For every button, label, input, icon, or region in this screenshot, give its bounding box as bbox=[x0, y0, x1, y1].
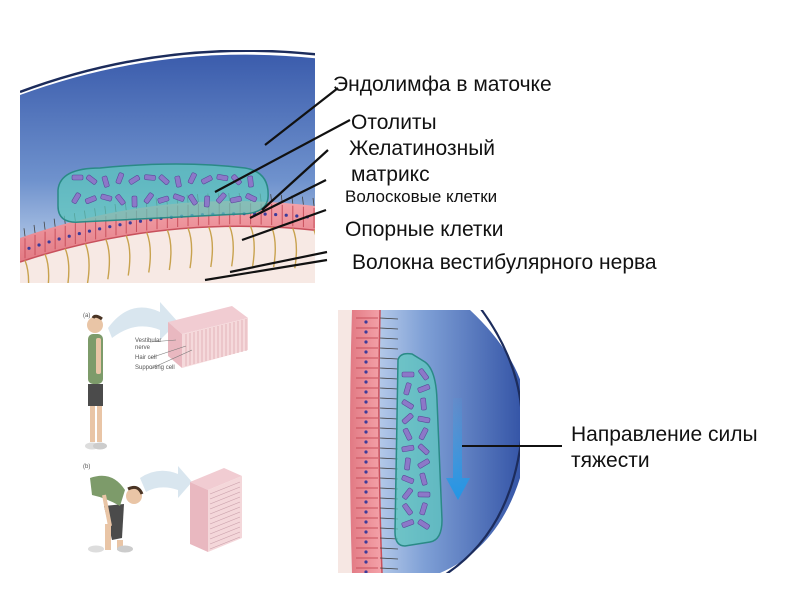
right-macula bbox=[338, 310, 520, 573]
arrow-icon bbox=[140, 466, 192, 498]
gelatinous-matrix bbox=[57, 163, 269, 223]
inset-hair-cell-label: Hair cell bbox=[135, 355, 157, 361]
pointer-lines bbox=[204, 87, 351, 282]
top-macula bbox=[20, 50, 315, 283]
standing-person-icon bbox=[85, 314, 107, 450]
inset-vestibular-nerve-label-1: Vestibular bbox=[135, 338, 162, 344]
label-gravity-line1: Направление силы bbox=[571, 423, 758, 446]
label-otoliths: Отолиты bbox=[351, 111, 437, 134]
label-nerve-fibers: Волокна вестибулярного нерва bbox=[352, 251, 657, 274]
label-supporting-cells: Опорные клетки bbox=[345, 218, 504, 241]
inset-panel-b-label: (b) bbox=[83, 464, 91, 470]
gravity-arrow bbox=[446, 398, 470, 500]
label-hair-cells: Волосковые клетки bbox=[345, 187, 498, 206]
tissue-block-a bbox=[168, 306, 248, 368]
inset-vestibular-nerve-label-2: nerve bbox=[135, 345, 151, 351]
arrow-icon bbox=[108, 302, 178, 340]
label-gravity-line2: тяжести bbox=[571, 449, 650, 472]
epithelium-band bbox=[20, 201, 315, 262]
label-gelatinous-matrix-line2: матрикс bbox=[351, 163, 430, 186]
label-gelatinous-matrix-line1: Желатинозный bbox=[349, 137, 496, 160]
otoliths-right bbox=[401, 368, 431, 530]
label-endolymph: Эндолимфа в маточке bbox=[333, 73, 552, 96]
inset-panel-a-label: (a) bbox=[83, 313, 91, 319]
otoliths-top bbox=[71, 172, 258, 208]
inset-bending bbox=[88, 466, 242, 553]
bending-person-icon bbox=[88, 475, 144, 553]
tissue-block-b bbox=[190, 468, 242, 552]
inset-standing bbox=[85, 302, 248, 450]
inset-supporting-cell-label: Supporting cell bbox=[135, 365, 175, 371]
